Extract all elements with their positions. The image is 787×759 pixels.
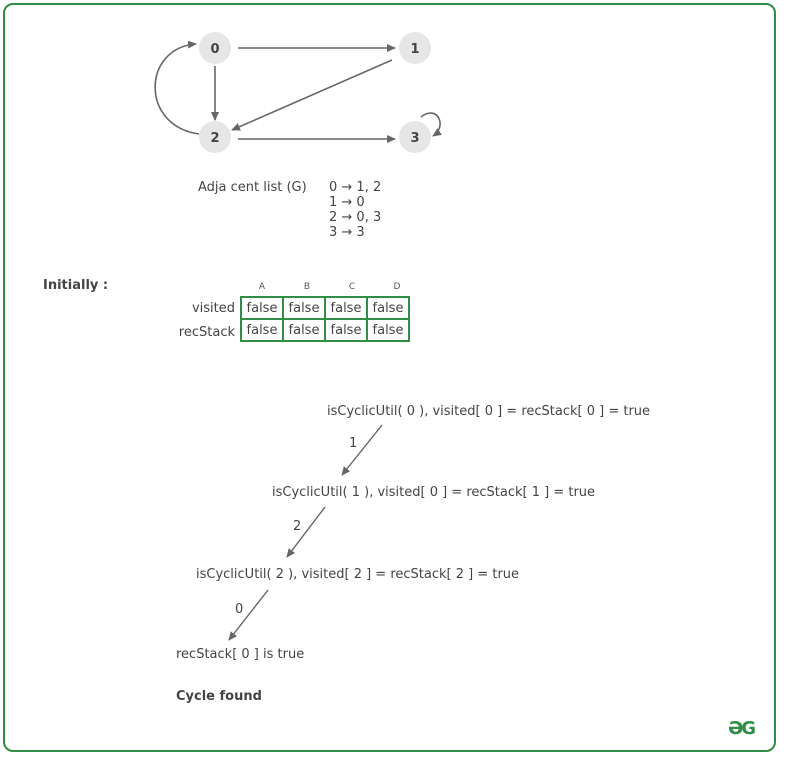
table-row-recstack: false false false false [240,318,410,342]
node-1-label: 1 [410,42,419,57]
column-header-a: A [258,282,266,292]
table-cell: false [366,296,410,320]
column-header-d: D [393,282,401,292]
step-3-edge-label: 0 [235,602,244,617]
row-label-visited: visited [191,301,235,316]
step-2-edge-label: 2 [293,519,302,534]
column-header-b: B [303,282,311,292]
table-cell: false [366,318,410,342]
edge-1-2 [231,59,393,131]
logo: ƏG [728,718,756,739]
adjacency-line: 3 → 3 [329,225,365,240]
adjacency-line: 2 → 0, 3 [329,210,382,225]
node-0: 0 [199,32,231,64]
step-3-text: recStack[ 0 ] is true [176,647,305,662]
table-cell: false [324,296,368,320]
edge-2-0 [154,40,200,135]
row-label-recstack: recStack [178,325,235,340]
adjacency-line: 1 → 0 [329,195,365,210]
table-cell: false [240,318,284,342]
column-header-c: C [348,282,356,292]
node-0-label: 0 [210,42,219,57]
table-cell: false [324,318,368,342]
status-table: false false false false false false fals… [240,296,410,342]
node-2: 2 [199,121,231,153]
node-3-label: 3 [410,131,419,146]
adjacency-line: 0 → 1, 2 [329,180,382,195]
step-1-text: isCyclicUtil( 1 ), visited[ 0 ] = recSta… [272,485,596,500]
step-2-text: isCyclicUtil( 2 ), visited[ 2 ] = recSta… [196,567,520,582]
node-3: 3 [399,121,431,153]
table-row-visited: false false false false [240,296,410,320]
edge-3-3 [420,112,442,137]
initially-label: Initially : [43,278,109,293]
table-cell: false [282,318,326,342]
diagram-frame [3,3,776,752]
result-text: Cycle found [176,689,262,704]
step-1-edge-label: 1 [349,436,358,451]
table-cell: false [240,296,284,320]
step-0-text: isCyclicUtil( 0 ), visited[ 0 ] = recSta… [327,404,651,419]
adjacency-list: 0 → 1, 2 1 → 0 2 → 0, 3 3 → 3 [329,180,381,240]
step-arrow-1 [341,424,383,476]
step-arrow-2 [286,506,326,558]
step-arrow-3 [228,589,269,641]
adjacency-title: Adja cent list (G) [198,180,307,195]
node-2-label: 2 [210,131,219,146]
node-1: 1 [399,32,431,64]
table-cell: false [282,296,326,320]
